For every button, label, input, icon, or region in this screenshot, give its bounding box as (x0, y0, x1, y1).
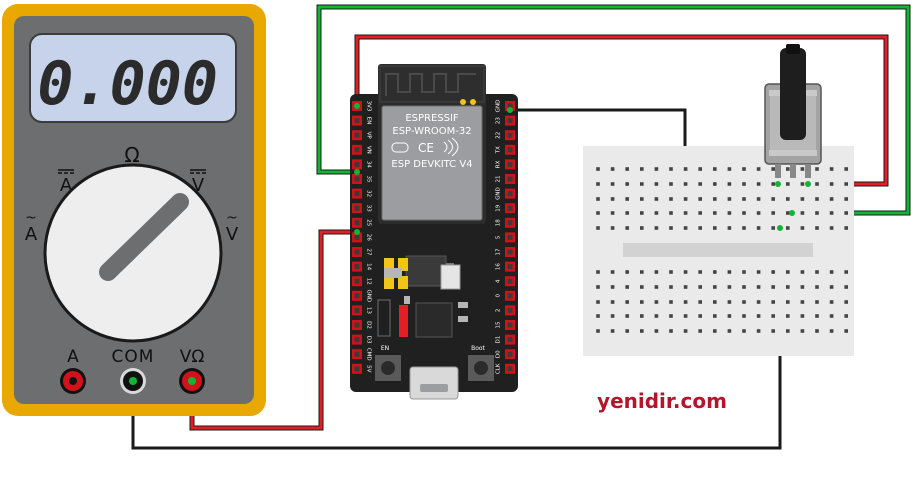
lcd-screen (29, 33, 237, 123)
right-header-pin-label: 5 (496, 235, 502, 239)
svg-text:CE: CE (418, 141, 434, 155)
watermark: yenidir.com (597, 389, 727, 413)
multimeter: 0.000 Ω A V A ~ V ~ A COM VΩ (2, 4, 266, 416)
jack-label-volt-ohm: VΩ (180, 347, 205, 367)
dc-volts-symbol (190, 169, 206, 174)
esp32-connection-points (354, 103, 513, 235)
jack-volt-ohm[interactable] (179, 368, 205, 394)
right-header-pin-label: 0 (496, 294, 502, 298)
jack-label-amps: A (67, 347, 79, 367)
en-button-label: EN (381, 345, 389, 352)
dc-amps-symbol (58, 169, 74, 174)
board-model: ESP DEVKITC V4 (391, 159, 472, 170)
right-header-pin-label: GND (496, 187, 502, 200)
shield-line-1: ESPRESSIF (405, 113, 459, 124)
left-header-pin-label: CMD (366, 348, 372, 361)
right-header-pin-label: 16 (496, 263, 502, 270)
left-header-pin-label: 13 (366, 307, 372, 314)
jack-com[interactable] (120, 368, 146, 394)
right-header-pin-label: CLK (496, 363, 502, 374)
left-header-pin-label: GND (366, 289, 372, 302)
connector-white (440, 264, 461, 290)
left-header-pin-label: 12 (366, 278, 372, 285)
right-header-pin-label: 4 (496, 279, 502, 283)
voltage-regulator (405, 255, 447, 287)
ac-amps-tilde: ~ (25, 210, 37, 226)
left-header-pin-label: 3V3 (366, 101, 372, 112)
dial-label-ac-amps: A (25, 224, 38, 245)
power-led (399, 305, 408, 337)
left-header-pin-label: EN (366, 117, 372, 125)
esp32-board: ESPRESSIF ESP-WROOM-32 CE ESP DEVKITC V4… (350, 64, 518, 400)
left-header-pin-label: 34 (366, 161, 372, 168)
right-header-pin-label: 22 (496, 132, 502, 139)
lcd-reading: 0.000 (37, 49, 218, 119)
breadboard-connection-points (775, 181, 811, 231)
usb-uart-chip (415, 302, 453, 338)
en-button[interactable] (375, 355, 401, 381)
left-header-pin-label: 25 (366, 219, 372, 226)
right-header-pin-label: D0 (496, 350, 502, 358)
jack-label-com: COM (112, 347, 155, 367)
left-header-pin-label: 5V (366, 365, 372, 372)
right-header-pin-label: 19 (496, 204, 502, 211)
left-header-pin-label: VP (366, 132, 372, 140)
right-header-pin-label: 23 (496, 117, 502, 124)
left-header-pin-label: 35 (366, 176, 372, 183)
right-header-pin-label: D1 (496, 336, 502, 344)
left-header-pin-label: 14 (366, 263, 372, 270)
dial-label-ohm: Ω (124, 143, 139, 167)
right-header-pin-label: 21 (496, 176, 502, 183)
potentiometer[interactable] (764, 44, 822, 178)
right-header-pin-label: RX (496, 160, 502, 168)
shield-line-2: ESP-WROOM-32 (392, 126, 471, 137)
antenna (379, 65, 485, 103)
boot-button-label: Boot (471, 345, 485, 352)
dial-label-ac-volts: V (226, 224, 239, 245)
ac-volts-tilde: ~ (226, 210, 238, 226)
jack-amps[interactable] (60, 368, 86, 394)
breadboard (583, 146, 854, 356)
right-header-pin-label: TX (496, 146, 502, 154)
left-header-pin-label: 27 (366, 249, 372, 256)
micro-usb-port (409, 366, 459, 400)
right-header-pin-label: 2 (496, 309, 502, 313)
breadboard-center-channel (623, 243, 813, 257)
left-header-pin-label: D3 (366, 336, 372, 344)
left-header-pin-label: 26 (366, 234, 372, 241)
dial-pointer (99, 193, 189, 281)
right-header-pin-label: 15 (496, 321, 502, 328)
boot-button[interactable] (468, 355, 494, 381)
certification-icons: CE (391, 137, 459, 157)
right-header-pin-label: 18 (496, 219, 502, 226)
right-header-pin-label: 17 (496, 248, 502, 255)
left-header-pin-label: 33 (366, 205, 372, 212)
rf-shield (381, 105, 483, 221)
right-header-pin-label: GND (496, 100, 502, 113)
left-header-pin-label: D2 (366, 321, 372, 329)
left-header-pin-label: VN (366, 146, 372, 154)
left-header-pin-label: 32 (366, 190, 372, 197)
breadboard-holes (596, 167, 848, 333)
potentiometer-shaft (780, 48, 806, 140)
